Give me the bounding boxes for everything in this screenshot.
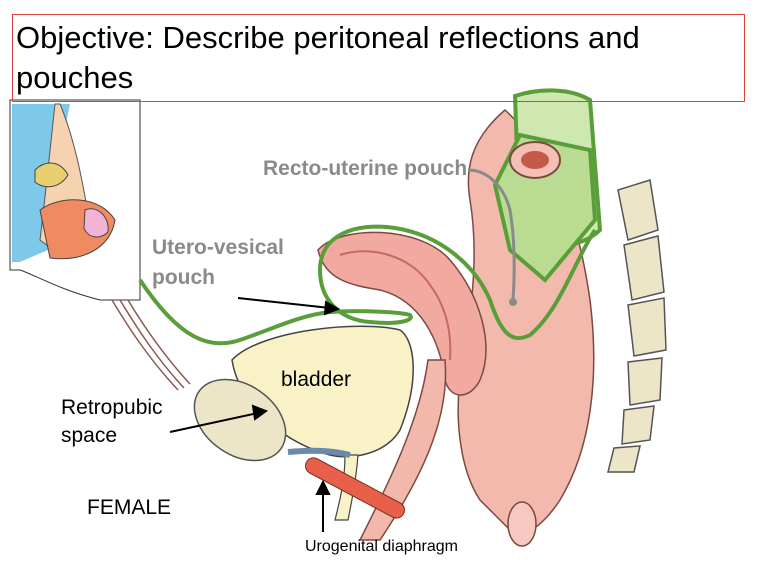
label-recto-uterine-pouch: Recto-uterine pouch [263,157,468,180]
slide-title: Objective: Describe peritoneal reflectio… [16,20,640,95]
peritoneum-line [138,224,597,346]
label-urogenital-diaphragm: Urogenital diaphragm [305,538,458,555]
abdominal-wall [111,299,191,391]
sacrum [607,179,667,473]
body-inset [9,99,141,301]
urethra [287,447,351,458]
rectal-peritoneum [492,88,603,283]
urogenital-diaphragm [305,457,405,519]
vagina [358,359,447,541]
pubic-bone [193,378,287,462]
label-utero-vesical-2: pouch [152,266,215,289]
label-utero-vesical-1: Utero-vesical [152,236,284,259]
label-retropubic-2: space [61,424,118,447]
label-retropubic-1: Retropubic [61,396,163,419]
annotation-arrows [169,297,341,532]
label-bladder: bladder [281,368,352,391]
title-box [12,14,745,102]
label-female: FEMALE [87,496,172,519]
recto-uterine-pointer [467,168,517,306]
uterus [317,231,487,396]
